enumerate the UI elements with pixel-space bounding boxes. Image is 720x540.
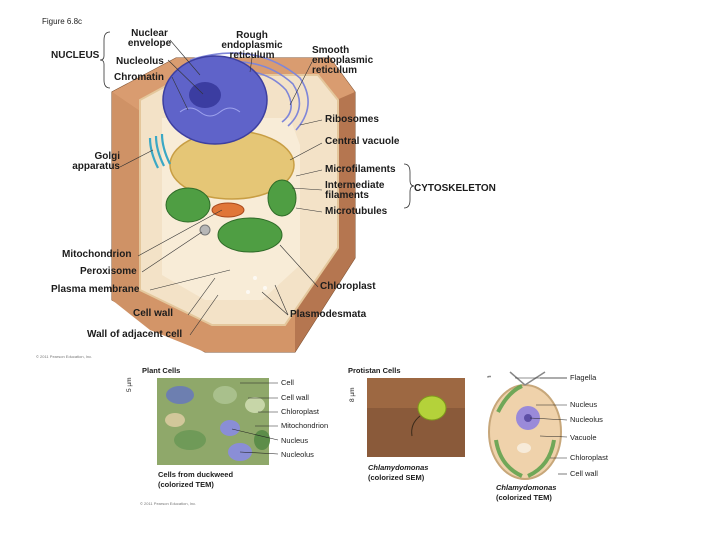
protist-label-chloroplast: Chloroplast xyxy=(570,453,608,462)
microfilaments-label: Microfilaments xyxy=(325,164,396,175)
microtubules-label: Microtubules xyxy=(325,206,388,217)
golgi-shape xyxy=(148,133,171,169)
nuclear-envelope-label: Nuclear envelope xyxy=(127,28,172,49)
plant-label-cell-wall: Cell wall xyxy=(281,393,309,402)
protist-label-cell-wall: Cell wall xyxy=(570,469,598,478)
protist-label-flagella: Flagella xyxy=(570,373,597,382)
plant-caption-2: (colorized TEM) xyxy=(158,480,214,489)
golgi-label: Golgi apparatus xyxy=(72,151,120,172)
central-vacuole-label: Central vacuole xyxy=(325,136,400,147)
figure-label: Figure 6.8c xyxy=(42,17,83,26)
protist-sem-cell xyxy=(417,395,447,421)
protist-sem-caption-2: (colorized SEM) xyxy=(368,473,425,482)
plasmodesmata-label: Plasmodesmata xyxy=(290,309,367,320)
nucleus-group-label: NUCLEUS xyxy=(51,50,100,61)
protist-label-vacuole: Vacuole xyxy=(570,433,597,442)
protist-tem-cell xyxy=(488,384,562,480)
copyright-bottom: © 2011 Pearson Education, Inc. xyxy=(140,501,197,506)
ribosomes-label: Ribosomes xyxy=(325,114,379,125)
protist-tem-flagella xyxy=(509,371,546,386)
plant-caption-1: Cells from duckweed xyxy=(158,470,234,479)
plant-label-chloroplast: Chloroplast xyxy=(281,407,319,416)
intermediate-filaments-label: Intermediate filaments xyxy=(325,180,385,201)
mitochondrion-label: Mitochondrion xyxy=(62,249,132,260)
nucleolus-label: Nucleolus xyxy=(116,56,164,67)
plant-label-nucleolus: Nucleolus xyxy=(281,450,314,459)
plant-label-cell: Cell xyxy=(281,378,294,387)
rough-er-label: Rough endoplasmic reticulum xyxy=(221,30,283,61)
protist-sem-caption-1: Chlamydomonas xyxy=(368,463,429,472)
protist-leader-lines xyxy=(515,377,568,475)
plant-label-mitochondrion: Mitochondrion xyxy=(281,421,329,430)
chromatin-shape xyxy=(179,107,241,117)
cytoskeleton-bracket xyxy=(403,163,415,209)
protist-tem-caption-2: (colorized TEM) xyxy=(496,493,552,502)
plasma-membrane-label: Plasma membrane xyxy=(51,284,140,295)
mitochondrion-shape xyxy=(211,202,245,218)
copyright-top: © 2011 Pearson Education, Inc. xyxy=(36,354,93,359)
chromatin-label: Chromatin xyxy=(114,72,164,83)
chloroplast-label: Chloroplast xyxy=(320,281,376,292)
chloroplast-shapes xyxy=(165,179,297,253)
protist-tem-caption-1: Chlamydomonas xyxy=(496,483,557,492)
protist-label-nucleus: Nucleus xyxy=(570,400,598,409)
peroxisome-shape xyxy=(199,224,211,236)
protist-panel-title: Protistan Cells xyxy=(348,366,401,375)
plant-label-nucleus: Nucleus xyxy=(281,436,309,445)
cytoskeleton-group-label: CYTOSKELETON xyxy=(414,183,496,194)
plant-leader-lines xyxy=(231,382,279,455)
cell-wall-label: Cell wall xyxy=(133,308,174,319)
smooth-er-label: Smooth endoplasmic reticulum xyxy=(312,45,374,76)
nucleus-bracket xyxy=(99,31,111,89)
wall-adjacent-label: Wall of adjacent cell xyxy=(87,329,183,340)
plasmodesmata-shapes xyxy=(246,276,267,294)
leader-lines xyxy=(119,39,323,336)
protist-tem-chloroplast xyxy=(494,384,556,478)
protist-label-nucleolus: Nucleolus xyxy=(570,415,603,424)
peroxisome-label: Peroxisome xyxy=(80,266,137,277)
plant-panel-title: Plant Cells xyxy=(142,366,181,375)
